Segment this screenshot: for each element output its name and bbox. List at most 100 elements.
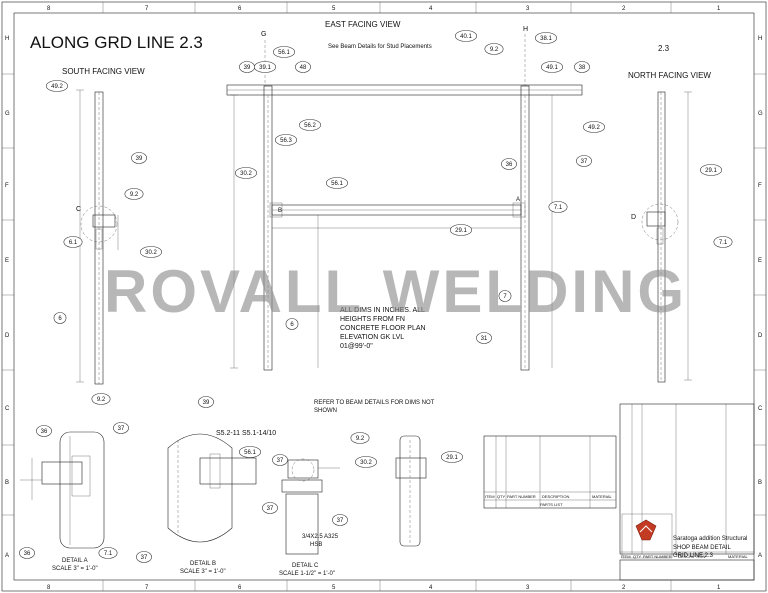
- callout-label-east-14: 36: [506, 162, 513, 168]
- row-label-d-left: D: [5, 333, 10, 339]
- east-view-title: EAST FACING VIEW: [325, 20, 401, 29]
- row-label-e-right: E: [758, 258, 762, 264]
- row-label-f-left: F: [5, 183, 9, 189]
- callout-label-east-6: 9.2: [490, 47, 499, 53]
- col-label-2-bottom: 2: [622, 585, 626, 591]
- parts-right-header-qty: QTY: [633, 554, 642, 559]
- row-label-b-left: B: [5, 480, 9, 486]
- callout-balloon: [140, 246, 163, 258]
- callout-label-detail_a-2: 37: [118, 426, 125, 432]
- col-label-4-top: 4: [429, 6, 433, 12]
- parts-right-header-part: PART NUMBER: [643, 554, 672, 559]
- callout-balloon: [332, 514, 348, 526]
- parts-left-header-desc: DESCRIPTION: [542, 494, 569, 499]
- callout-label-east-19: 7: [503, 294, 507, 300]
- north-view-drawing: [641, 91, 692, 383]
- callout-balloon: [239, 446, 262, 458]
- callout-label-south-2: 9.2: [130, 192, 139, 198]
- callout-label-east-8: 38: [579, 65, 586, 71]
- callout-balloon: [136, 551, 152, 563]
- south-view-title: SOUTH FACING VIEW: [62, 67, 145, 76]
- callout-balloon: [36, 425, 52, 437]
- dims-note-line-2: HEIGHTS FROM FN: [340, 316, 405, 323]
- parts-left-title: PARTS LIST: [540, 502, 563, 507]
- detail-b-scale: SCALE 3" = 1'-0": [180, 569, 226, 575]
- col-label-8-bottom: 8: [47, 585, 51, 591]
- callout-balloon: [53, 312, 67, 324]
- callout-balloon: [440, 451, 463, 463]
- section-marker-a: A: [516, 197, 520, 203]
- callout-label-east-1: 40.1: [460, 34, 472, 40]
- col-label-1-top: 1: [717, 6, 721, 12]
- row-label-a-right: A: [758, 553, 762, 559]
- south-view-drawing: [76, 89, 119, 385]
- callout-balloon: [713, 236, 733, 248]
- col-label-3-top: 3: [526, 6, 530, 12]
- row-label-c-left: C: [5, 406, 10, 412]
- detail-a-label: DETAIL A: [62, 558, 88, 564]
- callout-balloon: [449, 224, 472, 236]
- dims-note-line-3: CONCRETE FLOOR PLAN: [340, 325, 426, 332]
- callout-label-detail_a-3: 36: [24, 551, 31, 557]
- section-marker-d: D: [631, 214, 636, 221]
- callout-balloon: [262, 502, 278, 514]
- row-label-g-right: G: [758, 111, 763, 117]
- dims-note-line-1: ALL DIMS IN INCHES. ALL: [340, 307, 425, 314]
- parts-left-header-item: ITEM: [485, 494, 495, 499]
- callout-balloon: [45, 80, 68, 92]
- callout-balloon: [113, 422, 129, 434]
- bolt-note-line-1: 3/4X2.5 A325: [302, 534, 339, 540]
- detail-c-drawing: [281, 458, 340, 555]
- callout-balloon: [699, 164, 722, 176]
- callout-balloon: [501, 158, 517, 170]
- detail-b-drawing: [167, 433, 257, 543]
- parts-left-header-part: PART NUMBER: [507, 494, 536, 499]
- col-label-5-top: 5: [332, 6, 336, 12]
- callout-balloon: [574, 61, 590, 73]
- callout-balloon: [484, 43, 504, 55]
- detail-c-scale: SCALE 1-1/2" = 1'-0": [279, 571, 335, 577]
- callout-label-detail_a-4: 7.1: [104, 551, 113, 557]
- callout-balloon: [534, 32, 557, 44]
- section-marker-b: B: [278, 208, 282, 214]
- callout-balloon: [285, 318, 299, 330]
- callout-label-east-9: 56.2: [304, 123, 316, 129]
- callout-label-detail_b-0: 39: [203, 400, 210, 406]
- col-label-2-top: 2: [622, 6, 626, 12]
- callout-label-detail_c-3: 37: [267, 506, 274, 512]
- callout-label-detail_a-5: 37: [141, 555, 148, 561]
- row-label-g-left: G: [5, 111, 10, 117]
- row-label-c-right: C: [758, 406, 763, 412]
- callout-label-detail_a-1: 36: [41, 429, 48, 435]
- callout-balloon: [354, 456, 377, 468]
- s-reference-note: S5.2-11 S5.1-14/10: [216, 430, 276, 437]
- main-title: ALONG GRD LINE 2.3: [30, 33, 203, 52]
- col-label-1-bottom: 1: [717, 585, 721, 591]
- row-label-e-left: E: [5, 258, 9, 264]
- refer-note-line-2: SHOWN: [314, 408, 337, 414]
- callout-label-south-3: 6.1: [69, 240, 78, 246]
- parts-right-header-desc: DESCRIPTION: [678, 554, 705, 559]
- callout-label-south-5: 6: [58, 316, 62, 322]
- callout-label-east-7: 49.1: [546, 65, 558, 71]
- row-label-a-left: A: [5, 553, 9, 559]
- callout-balloon: [576, 155, 592, 167]
- east-view-note: See Beam Details for Stud Placements: [328, 44, 432, 50]
- callout-label-east-13: 56.1: [331, 181, 343, 187]
- parts-list-left: [483, 435, 617, 509]
- company-logo-icon: [635, 519, 657, 541]
- callout-balloon: [131, 152, 147, 164]
- callout-label-north-0: 29.1: [705, 168, 717, 174]
- callout-balloon: [298, 119, 321, 131]
- parts-left-header-material: MATERIAL: [592, 494, 612, 499]
- parts-right-header-material: MATERIAL: [728, 554, 748, 559]
- callout-balloon: [540, 61, 563, 73]
- col-label-7-top: 7: [145, 6, 149, 12]
- refer-note-line-1: REFER TO BEAM DETAILS FOR DIMS NOT: [314, 400, 435, 406]
- callout-label-detail_a-0: 9.2: [97, 397, 106, 403]
- row-label-f-right: F: [758, 183, 762, 189]
- col-label-4-bottom: 4: [429, 585, 433, 591]
